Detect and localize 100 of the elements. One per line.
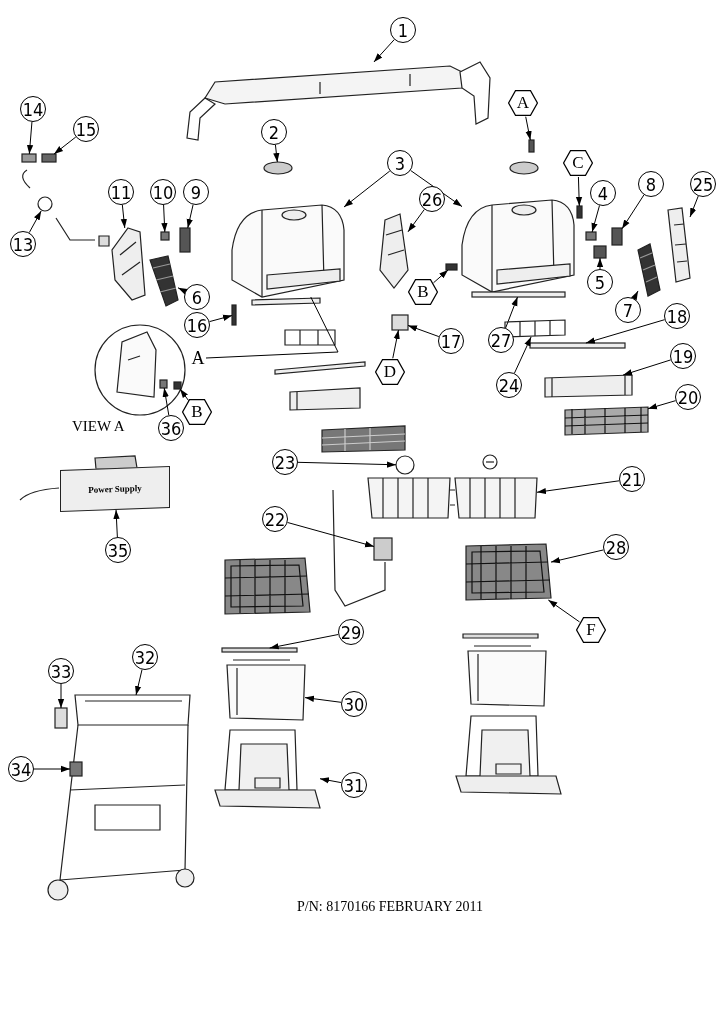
- brush-roller-drawing: [564, 406, 649, 436]
- device-label: Power Supply: [88, 483, 142, 495]
- callout-number: 30: [341, 691, 367, 717]
- callout-number: 6: [184, 284, 210, 310]
- view-label: VIEW A: [72, 418, 125, 435]
- clip: [54, 707, 68, 729]
- pin: [576, 205, 583, 219]
- callout-number: 10: [150, 179, 176, 205]
- leader-arrow: [28, 210, 42, 234]
- leader-arrow: [647, 400, 677, 410]
- leader-arrow: [596, 257, 604, 270]
- side-plate-drawing: [111, 227, 146, 301]
- leader-arrow: [287, 522, 375, 548]
- callout-number: 20: [675, 384, 701, 410]
- leader-line: [205, 296, 339, 359]
- leader-arrow: [177, 287, 188, 295]
- cap: [263, 161, 293, 175]
- cart-handle-drawing: [74, 694, 191, 726]
- leader-arrow: [407, 209, 425, 233]
- leader-arrow: [575, 176, 583, 207]
- screw: [445, 263, 458, 271]
- leader-arrow: [585, 319, 666, 344]
- leader-arrow: [505, 296, 519, 329]
- clip: [611, 227, 623, 246]
- leader-arrow: [407, 324, 440, 338]
- callout-number: 2: [261, 119, 287, 145]
- clip: [179, 227, 191, 253]
- track-drawing: [149, 255, 179, 307]
- strap: [221, 647, 298, 653]
- hexagon-callout: A: [508, 90, 538, 116]
- callout-number: 4: [590, 180, 616, 206]
- screw: [231, 304, 237, 326]
- leader-arrow: [53, 136, 77, 155]
- callout-number: 7: [615, 297, 641, 323]
- pin: [160, 231, 170, 241]
- leader-arrow: [536, 480, 620, 495]
- callout-number: 35: [105, 537, 131, 563]
- callout-number: 27: [488, 327, 514, 353]
- leader-arrow: [433, 269, 449, 284]
- housing-drawing: [461, 199, 575, 293]
- callout-number: 16: [184, 312, 210, 338]
- roller-drawing: [544, 374, 633, 398]
- leader-arrow: [550, 549, 604, 564]
- leader-arrow: [525, 116, 532, 141]
- leader-arrow: [269, 634, 339, 650]
- leader-arrow: [273, 144, 280, 163]
- leader-arrow: [297, 461, 397, 468]
- leader-arrow: [120, 204, 127, 229]
- block: [391, 314, 409, 331]
- callout-number: 25: [690, 171, 716, 197]
- leader-arrow: [33, 765, 71, 773]
- callout-number: 31: [341, 772, 367, 798]
- callout-number: 17: [438, 328, 464, 354]
- filter-basket-drawing: [465, 543, 552, 601]
- handle-drawing: [186, 61, 491, 141]
- part-number-note: P/N: 8170166 FEBRUARY 2011: [297, 899, 484, 915]
- leader-arrow: [162, 387, 170, 416]
- leader-arrow: [591, 205, 600, 233]
- callout-number: 18: [664, 303, 690, 329]
- side-cover-drawing: [667, 207, 691, 283]
- leader-arrow: [179, 388, 190, 402]
- screw: [173, 381, 182, 390]
- leader-arrow: [57, 683, 65, 709]
- callout-number: 29: [338, 619, 364, 645]
- leader-arrow: [135, 669, 143, 696]
- track-drawing: [637, 243, 661, 297]
- leader-arrow: [513, 336, 532, 374]
- callout-number: 32: [132, 644, 158, 670]
- leader-arrow: [621, 194, 645, 230]
- hexagon-callout: F: [576, 617, 606, 643]
- callout-number: 22: [262, 506, 288, 532]
- callout-number: 1: [390, 17, 416, 43]
- view-reference-letter: A: [190, 345, 206, 371]
- hexagon-callout: D: [375, 359, 405, 385]
- callout-number: 14: [20, 96, 46, 122]
- callout-number: 26: [419, 186, 445, 212]
- callout-number: 3: [387, 150, 413, 176]
- leader-arrow: [373, 39, 395, 63]
- callout-number: 15: [73, 116, 99, 142]
- gear: [593, 245, 607, 259]
- hexagon-callout: C: [563, 150, 593, 176]
- callout-number: 28: [603, 534, 629, 560]
- leader-arrow: [304, 695, 342, 703]
- cable-plug: [21, 153, 37, 163]
- housing-drawing: [231, 204, 345, 298]
- impeller: [395, 455, 415, 475]
- callout-number: 23: [272, 449, 298, 475]
- callout-number: 36: [158, 415, 184, 441]
- leader-arrow: [186, 204, 194, 229]
- callout-number: 13: [10, 231, 36, 257]
- leader-arrow: [631, 290, 639, 301]
- callout-number: 21: [619, 466, 645, 492]
- float: [37, 196, 53, 212]
- callout-number: 33: [48, 658, 74, 684]
- axle: [529, 342, 626, 349]
- connector: [41, 153, 57, 163]
- leader-arrow: [392, 329, 400, 359]
- leader-arrow: [319, 777, 342, 784]
- callout-number: 19: [670, 343, 696, 369]
- leader-arrow: [343, 170, 391, 208]
